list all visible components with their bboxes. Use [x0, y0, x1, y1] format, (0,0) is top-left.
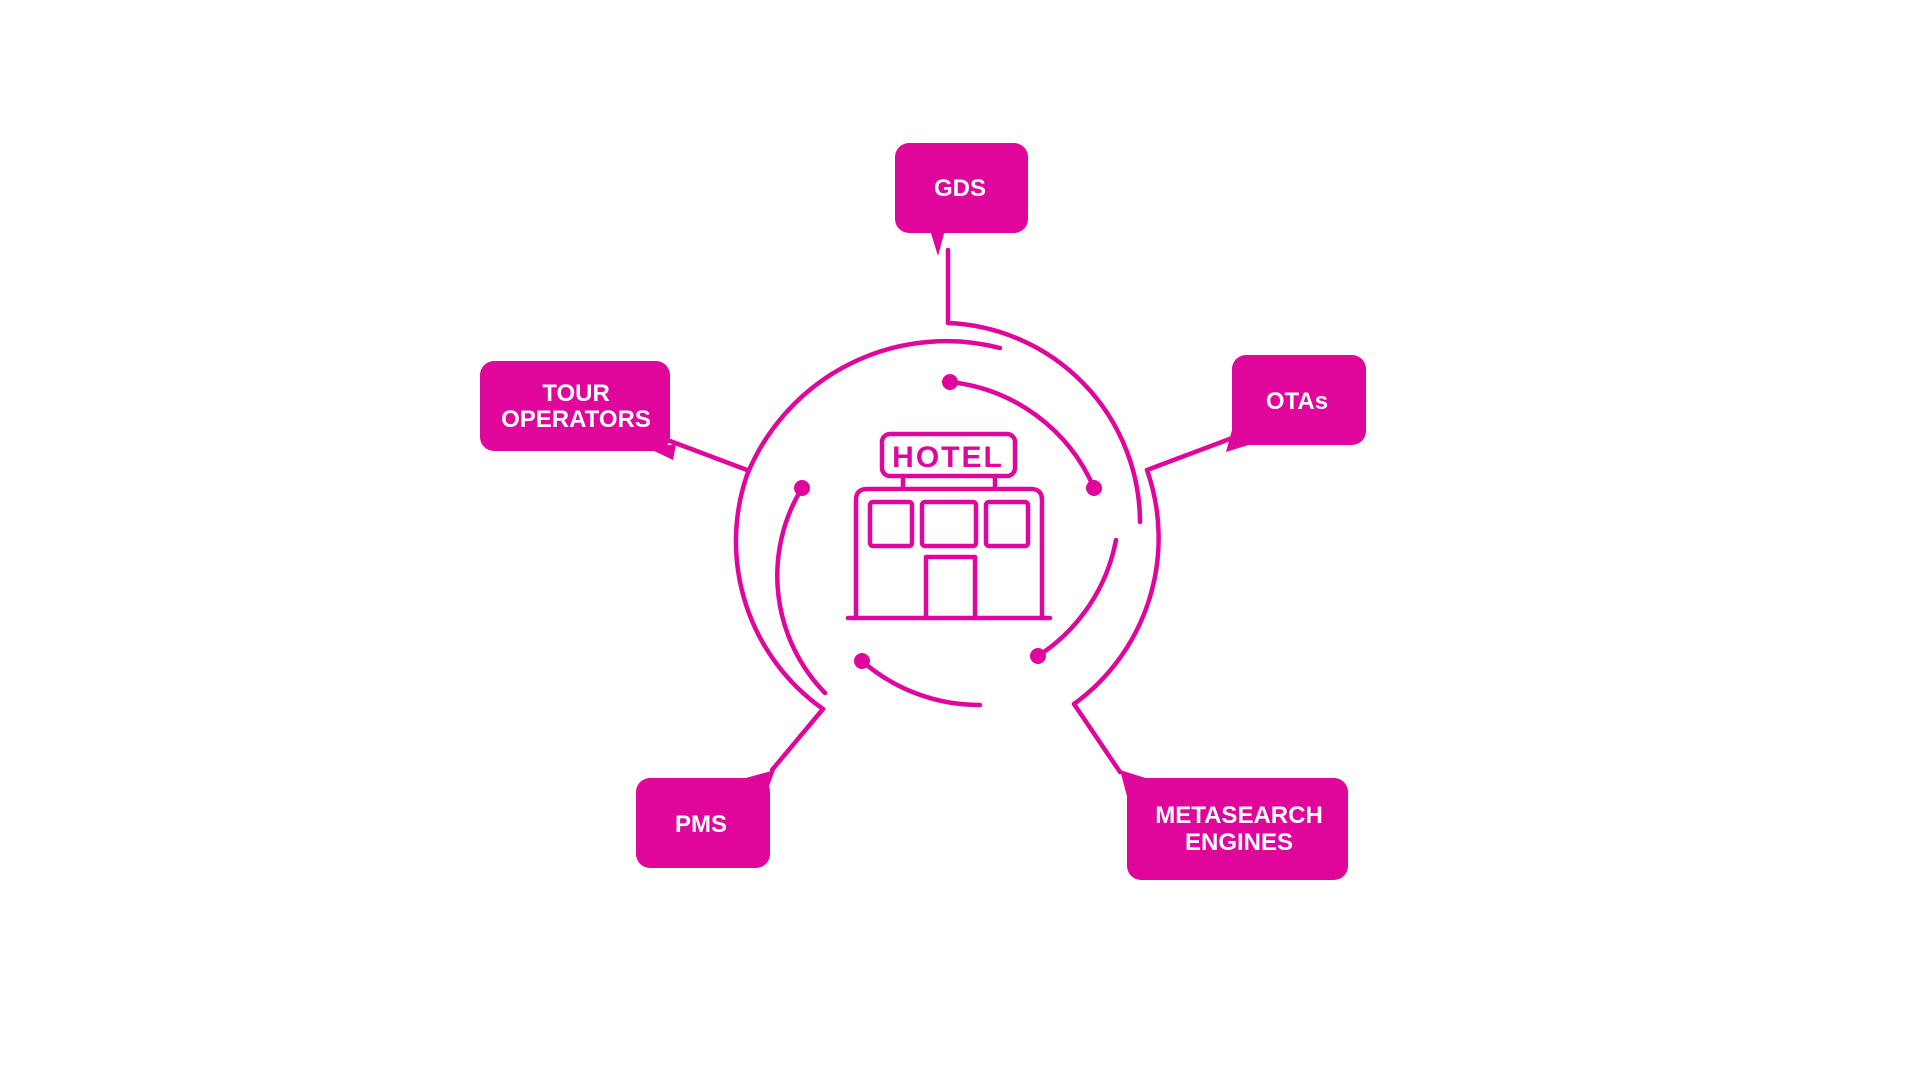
node-label-pms: PMS	[675, 811, 727, 838]
node-label-gds: GDS	[934, 175, 986, 202]
outer-ring-segment	[733, 472, 826, 712]
node-otas	[1226, 355, 1366, 452]
inner-arc	[859, 658, 983, 708]
node-label-operators: OPERATORS	[501, 406, 651, 433]
connector-pms	[769, 706, 826, 773]
arc-end-dot	[794, 480, 810, 496]
hotel-building-icon	[845, 431, 1053, 621]
node-label-engines: ENGINES	[1185, 829, 1293, 856]
node-label-tour: TOUR	[542, 380, 610, 407]
outer-ring	[945, 320, 1143, 525]
inner-arc	[947, 379, 1097, 491]
connector-metasearch	[1071, 701, 1123, 775]
node-tour-operators	[480, 361, 676, 460]
connector-tour-operators	[667, 438, 750, 473]
node-label-otas: OTAs	[1266, 388, 1328, 415]
hotel-sign-text: HOTEL	[892, 441, 1004, 474]
arc-end-dot	[1086, 480, 1102, 496]
arc-end-dot	[942, 374, 958, 390]
arc-end-dot	[854, 653, 870, 669]
arc-end-dot	[1030, 648, 1046, 664]
outer-ring-segment	[744, 338, 1003, 478]
inner-arc	[1035, 537, 1119, 659]
node-label-metasearch: METASEARCH	[1155, 802, 1323, 829]
node-pms	[636, 770, 775, 868]
connector-otas	[1144, 434, 1238, 473]
outer-ring-segment	[1071, 467, 1161, 707]
inner-arc	[775, 485, 828, 696]
node-metasearch	[1120, 770, 1348, 880]
node-gds	[895, 143, 1028, 256]
